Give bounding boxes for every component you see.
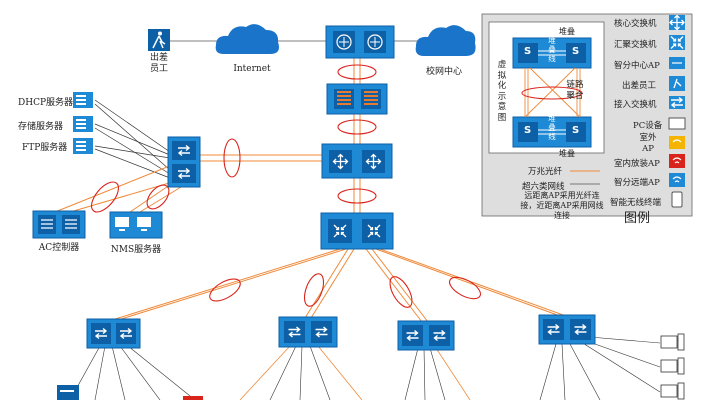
legend-label-travel-staff: 出差员工 bbox=[622, 81, 657, 91]
link-aggregation-label: 链路 聚合 bbox=[566, 80, 584, 101]
access-switch-icon bbox=[669, 96, 685, 109]
dhcp-server-icon bbox=[73, 92, 93, 108]
connection-lines bbox=[54, 40, 661, 401]
distribution-switch-2 bbox=[278, 316, 338, 348]
legend-label-access-switch: 接入交换机 bbox=[614, 100, 657, 110]
ac-controller-label: AC控制器 bbox=[38, 243, 80, 253]
ftp-server-icon bbox=[73, 138, 93, 154]
storage-server-label: 存储服务器 bbox=[18, 122, 64, 132]
indoor-ap-legend-icon bbox=[669, 154, 685, 168]
nms-server-label: NMS服务器 bbox=[110, 245, 162, 255]
ac-controller-icon bbox=[32, 210, 86, 239]
legend-label-wireless-terminal: 智能无线终端 bbox=[610, 198, 662, 208]
inset-switch-s-3: S bbox=[524, 125, 532, 136]
legend-label-core-switch: 核心交换机 bbox=[614, 19, 657, 29]
internet-label: Internet bbox=[233, 64, 271, 74]
distribution-switch-4 bbox=[538, 314, 596, 345]
inset-switch-s-2: S bbox=[572, 46, 580, 57]
travel-staff-legend-icon bbox=[669, 76, 685, 91]
legend-label-pc: PC设备 bbox=[633, 121, 663, 131]
legend-fiber-label: 万兆光纤 bbox=[528, 167, 563, 177]
wireless-terminal-icon bbox=[671, 191, 683, 208]
legend-label-indoor-ap: 室内放装AP bbox=[614, 159, 660, 169]
storage-server-icon bbox=[73, 116, 93, 132]
virtual-diagram-label: 虚 拟 化 示 意 图 bbox=[497, 60, 507, 123]
distribution-switch-1 bbox=[86, 318, 141, 349]
legend-label-smart-remote-ap: 智分远端AP bbox=[614, 178, 660, 188]
ftp-server-label: FTP服务器 bbox=[22, 143, 68, 153]
aggregation-switch-icon bbox=[669, 35, 685, 50]
nms-server-icon bbox=[109, 211, 163, 239]
inset-switch-s-1: S bbox=[524, 46, 532, 57]
inset-stack-bottom-label: 堆叠 bbox=[559, 149, 575, 158]
dhcp-server-label: DHCP服务器 bbox=[18, 98, 74, 108]
indoor-ap-icon bbox=[183, 396, 203, 400]
legend-panel bbox=[481, 13, 693, 217]
bottom-server-icon bbox=[57, 385, 79, 400]
outdoor-ap-icon bbox=[669, 136, 685, 149]
server-access-switch-pair bbox=[167, 136, 201, 188]
legend-note: 远距离AP采用光纤连 接，近距离AP采用网线 连接 bbox=[520, 191, 604, 220]
legend-cat6-label: 超六类网线 bbox=[522, 182, 565, 192]
core-switch-pair bbox=[321, 143, 393, 179]
inset-stack-line-top: 堆 叠 线 bbox=[548, 36, 556, 63]
aggregation-switch-pair bbox=[320, 212, 394, 250]
pc-icon bbox=[660, 333, 685, 400]
core-switch-icon bbox=[669, 14, 685, 31]
firewall-pair bbox=[326, 83, 388, 115]
smart-remote-ap-icon bbox=[669, 173, 685, 187]
distribution-switch-3 bbox=[397, 320, 455, 351]
inset-switch-s-4: S bbox=[572, 125, 580, 136]
travel-staff-label: 出差 员工 bbox=[149, 53, 169, 74]
top-router-pair bbox=[325, 25, 395, 59]
campus-center-label: 校网中心 bbox=[425, 67, 463, 77]
legend-label-aggregation-switch: 汇聚交换机 bbox=[614, 40, 657, 50]
legend-caption: 图例 bbox=[623, 211, 651, 226]
campus-center-cloud-icon bbox=[415, 25, 476, 56]
travel-staff-icon bbox=[148, 29, 170, 51]
legend-label-smart-center-ap: 智分中心AP bbox=[614, 61, 660, 71]
internet-cloud-icon bbox=[215, 24, 279, 54]
link-aggregation-ellipses bbox=[90, 64, 482, 308]
pc-legend-icon bbox=[668, 117, 686, 130]
legend-label-outdoor-ap: 室外 AP bbox=[639, 133, 657, 154]
smart-center-ap-icon bbox=[669, 57, 685, 69]
inset-stack-top-label: 堆叠 bbox=[559, 27, 575, 36]
inset-stack-line-bottom: 堆 叠 线 bbox=[548, 114, 556, 141]
